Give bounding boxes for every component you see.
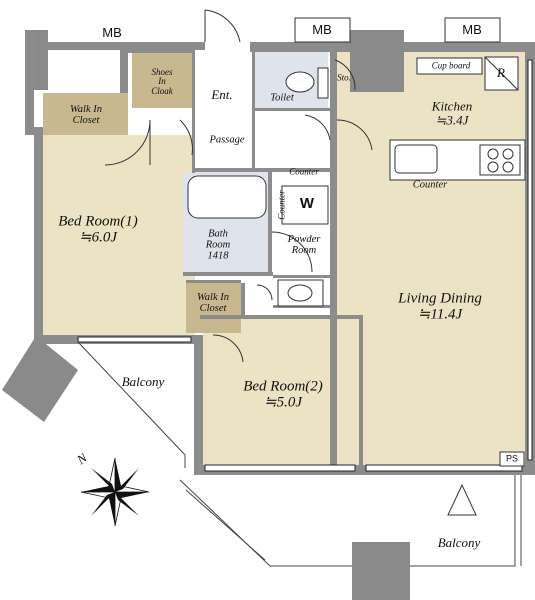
balcony-lines (77, 341, 522, 567)
walk-in-closet-2 (186, 283, 241, 333)
bed-room-1 (43, 135, 195, 335)
doors (104, 9, 373, 363)
compass-icon (80, 457, 150, 527)
bed-room-2 (203, 318, 361, 465)
walk-in-closet-1 (43, 93, 128, 135)
living-dining (337, 170, 525, 467)
columns (2, 30, 410, 600)
fixtures (187, 56, 526, 516)
mb-boxes (294, 17, 501, 43)
shoes-in-cloak (132, 53, 192, 108)
windows (77, 59, 533, 472)
